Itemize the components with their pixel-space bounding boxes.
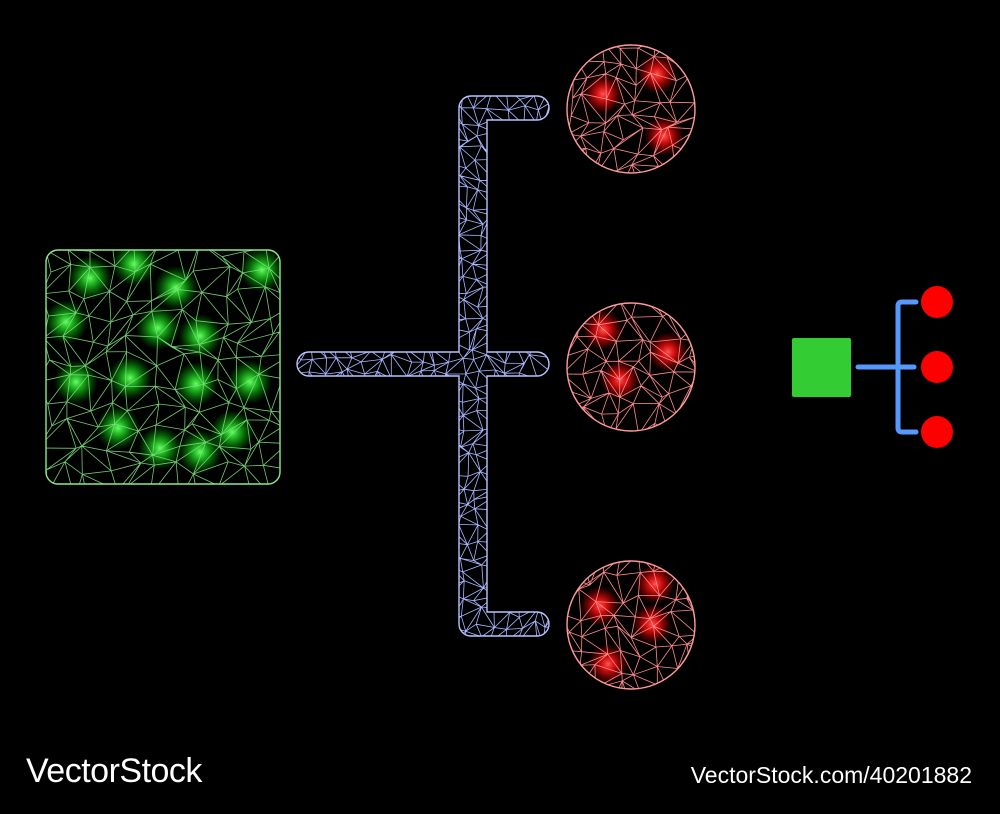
flat-circle-node-middle bbox=[921, 351, 953, 383]
mesh-circle-node-bottom bbox=[566, 560, 696, 690]
watermark-url: VectorStock.com/40201882 bbox=[690, 762, 972, 788]
flat-square-node bbox=[792, 338, 851, 397]
glow-spot bbox=[178, 314, 222, 358]
mesh-circle-node-top bbox=[566, 44, 696, 174]
glow-spot bbox=[112, 250, 156, 286]
glow-spot bbox=[228, 360, 272, 404]
glow-spot bbox=[632, 604, 672, 644]
glow-spot bbox=[108, 356, 152, 400]
flat-circle-node-bottom bbox=[921, 416, 953, 448]
mesh-tree-connector bbox=[296, 95, 550, 637]
mesh-lines bbox=[297, 96, 549, 636]
glow-spot bbox=[210, 410, 254, 454]
vectorstock-brand: VectorStock bbox=[26, 752, 202, 790]
glow-spot bbox=[178, 430, 222, 474]
glow-spot bbox=[588, 644, 628, 684]
glow-spot bbox=[637, 54, 677, 94]
flat-hierarchy-icon bbox=[792, 286, 953, 448]
mesh-lines bbox=[46, 250, 280, 484]
glow-spot bbox=[96, 406, 140, 450]
glow-spot bbox=[138, 426, 182, 470]
glow-spot bbox=[240, 250, 280, 292]
glow-spot bbox=[136, 306, 180, 350]
glow-spot bbox=[580, 586, 620, 626]
flat-tree-connector bbox=[855, 299, 919, 435]
mesh-circle-node-middle bbox=[566, 302, 696, 432]
glow-spot bbox=[174, 362, 218, 406]
glow-spot bbox=[635, 564, 675, 604]
mesh-square-node bbox=[45, 249, 281, 485]
flat-circle-node-top bbox=[921, 286, 953, 318]
